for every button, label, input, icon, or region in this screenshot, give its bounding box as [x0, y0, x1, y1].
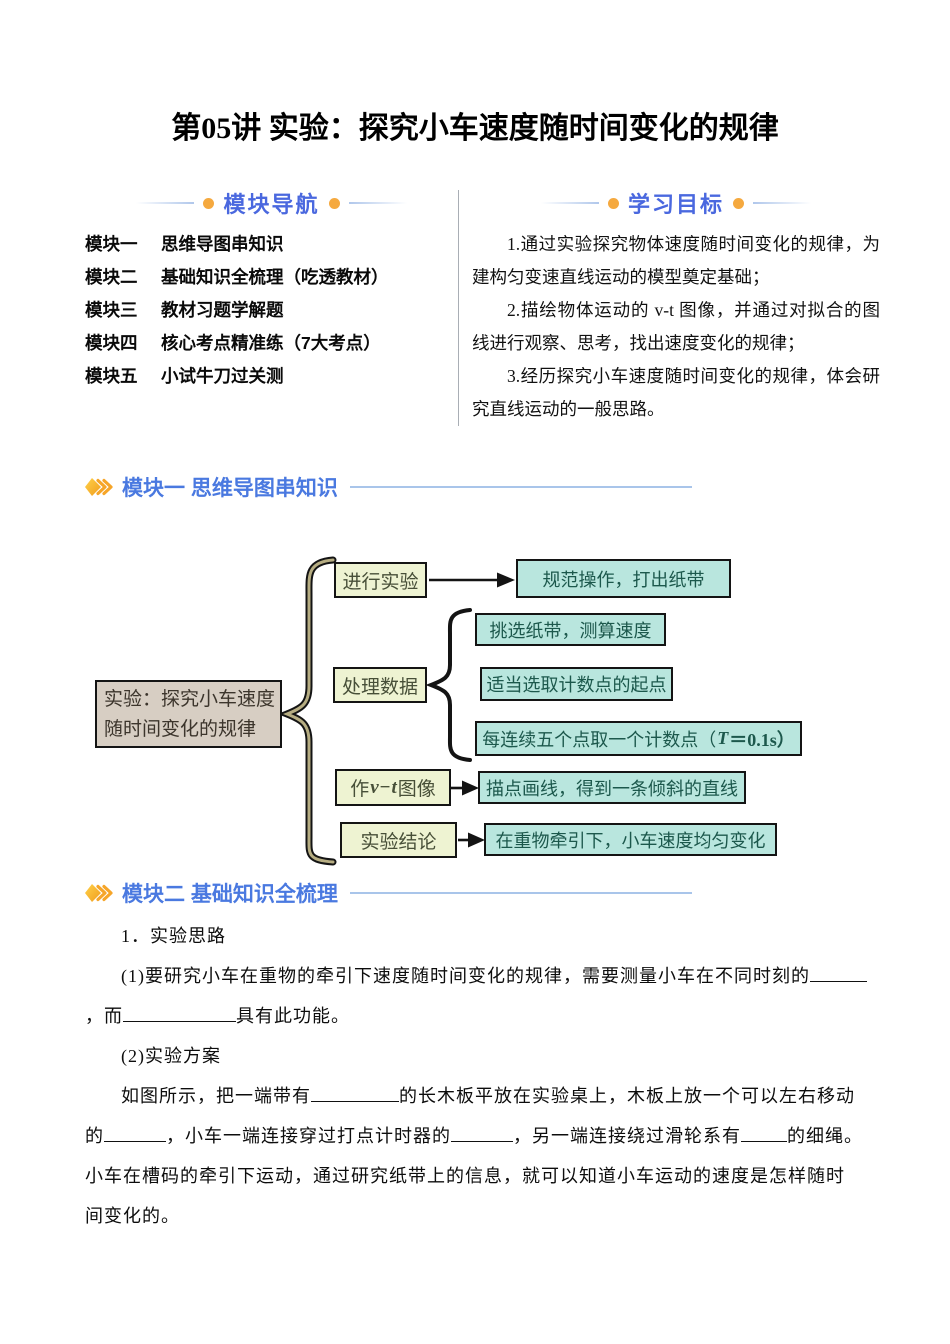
nav-item-no: 模块四 [85, 333, 138, 353]
big-brace-fill [282, 558, 335, 864]
root-line2: 随时间变化的规律 [104, 719, 257, 740]
module1-title: 模块一 思维导图串知识 [122, 477, 338, 500]
p2-text: ，另一端连接绕过滑轮系有 [513, 1126, 741, 1146]
leaf-select-tape: 挑选纸带，测算速度 [475, 613, 666, 646]
fill-blank [104, 1138, 166, 1142]
leaf-choose-start-point: 适当选取计数点的起点 [480, 667, 673, 701]
paragraph-1-line2: ，而 具有此功能。 [85, 996, 885, 1036]
b3-text: 作 [350, 779, 370, 800]
paragraph-1-line1: (1)要研究小车在重物的牵引下速度随时间变化的规律，需要测量小车在不同时刻的 [85, 956, 885, 996]
arrow-head [497, 572, 515, 588]
leaf3-value: ＝0.1s） [729, 729, 795, 750]
mindmap-root-node: 实验：探究小车速度 随时间变化的规律 [95, 680, 282, 748]
p2-text: 的细绳。 [787, 1126, 863, 1146]
nav-item-no: 模块二 [85, 267, 138, 287]
node-conduct-experiment: 进行实验 [334, 562, 427, 598]
b3-minus: − [379, 776, 391, 798]
leaf-plot-points-line: 描点画线，得到一条倾斜的直线 [478, 771, 746, 804]
decor-dot-icon [328, 197, 340, 209]
diamond-chevron-icon [85, 884, 113, 902]
nav-item-label: 基础知识全梳理（吃透教材） [161, 267, 389, 287]
section1-title: 1．实验思路 [121, 926, 226, 946]
leaf3-symbol-T: T [717, 728, 729, 748]
nav-item-no: 模块五 [85, 366, 138, 386]
module1-section-header: 模块一 思维导图串知识 [85, 472, 692, 502]
objectives-panel: 学习目标 1.通过实验探究物体速度随时间变化的规律，为建构匀变速直线运动的模型奠… [458, 190, 880, 426]
objectives-header: 学习目标 [472, 190, 880, 217]
nav-item-module5: 模块五 小试牛刀过关测 [85, 360, 458, 393]
module2-rule [349, 892, 692, 894]
fill-blank [123, 1018, 236, 1022]
mindmap-connectors [277, 556, 515, 866]
fill-blank [741, 1138, 787, 1142]
paragraph-2-line2: 的 ，小车一端连接穿过打点计时器的 ，另一端连接绕过滑轮系有 的细绳。 [85, 1116, 885, 1156]
objectives-title: 学习目标 [627, 192, 724, 217]
decor-line-right [753, 202, 811, 204]
nav-item-module4: 模块四 核心考点精准练（7大考点） [85, 327, 458, 360]
leaf-uniform-velocity-change: 在重物牵引下，小车速度均匀变化 [484, 823, 777, 856]
diamond-chevron-icon [85, 478, 113, 496]
objective-2: 2.描绘物体运动的 v-t 图像，并通过对拟合的图线进行观察、思考，找出速度变化… [472, 300, 880, 353]
nav-item-label: 核心考点精准练（7大考点） [161, 333, 381, 353]
decor-dot-icon [203, 197, 215, 209]
nav-item-label: 教材习题学解题 [161, 300, 284, 320]
nav-item-label: 小试牛刀过关测 [161, 366, 284, 386]
module2-title: 模块二 基础知识全梳理 [122, 883, 338, 906]
paragraph-2-line1: 如图所示，把一端带有 的长木板平放在实验桌上，木板上放一个可以左右移动 [85, 1076, 885, 1116]
module2-section-header: 模块二 基础知识全梳理 [85, 878, 692, 908]
module-nav-panel: 模块导航 模块一 思维导图串知识 模块二 基础知识全梳理（吃透教材） 模块三 教… [85, 190, 458, 426]
arrow-head [468, 832, 485, 848]
leaf-counting-points: 每连续五个点取一个计数点（T＝0.1s） [475, 721, 802, 756]
objective-3: 3.经历探究小车速度随时间变化的规律，体会研究直线运动的一般思路。 [472, 366, 880, 419]
p1-text: 具有此功能。 [236, 1006, 350, 1026]
nav-item-no: 模块一 [85, 234, 138, 254]
decor-line-right [348, 202, 407, 204]
decor-line-left [540, 202, 599, 204]
section2-title: (2)实验方案 [121, 1046, 221, 1066]
module2-content: 1．实验思路 (1)要研究小车在重物的牵引下速度随时间变化的规律，需要测量小车在… [85, 916, 885, 1236]
header-columns: 模块导航 模块一 思维导图串知识 模块二 基础知识全梳理（吃透教材） 模块三 教… [85, 190, 880, 426]
fill-blank [311, 1098, 399, 1102]
node-process-data: 处理数据 [333, 667, 427, 703]
nav-item-label: 思维导图串知识 [161, 234, 284, 254]
decor-dot-icon [733, 197, 744, 209]
module-nav-header: 模块导航 [85, 190, 458, 217]
root-line1: 实验：探究小车速度 [104, 689, 276, 710]
p1-text: (1)要研究小车在重物的牵引下速度随时间变化的规律，需要测量小车在不同时刻的 [121, 966, 810, 986]
b3-symbol-v: v [370, 776, 379, 798]
page-title: 第05讲 实验：探究小车速度随时间变化的规律 [171, 112, 779, 145]
b3-symbol-t: t [391, 776, 397, 798]
fill-blank [810, 978, 867, 982]
module-nav-title: 模块导航 [223, 192, 320, 217]
module1-rule [349, 486, 692, 488]
decor-dot-icon [607, 197, 619, 209]
p2-text: ，小车一端连接穿过打点计时器的 [166, 1126, 451, 1146]
nav-item-no: 模块三 [85, 300, 138, 320]
p2-text: 如图所示，把一端带有 [121, 1086, 311, 1106]
fill-blank [451, 1138, 513, 1142]
small-brace [425, 608, 472, 762]
arrow-head [462, 780, 479, 796]
mindmap: 实验：探究小车速度 随时间变化的规律 进行实验 规范操作，打出纸带 处理数据 挑… [0, 550, 950, 872]
nav-item-module2: 模块二 基础知识全梳理（吃透教材） [85, 261, 458, 294]
node-conclusion: 实验结论 [340, 822, 457, 858]
b3-text-post: 图像 [397, 779, 436, 800]
paragraph-2-line3: 小车在槽码的牵引下运动，通过研究纸带上的信息，就可以知道小车运动的速度是怎样随时 [85, 1166, 845, 1186]
p2-text: 的长木板平放在实验桌上，木板上放一个可以左右移动 [399, 1086, 855, 1106]
nav-item-module1: 模块一 思维导图串知识 [85, 228, 458, 261]
objective-1: 1.通过实验探究物体速度随时间变化的规律，为建构匀变速直线运动的模型奠定基础； [472, 234, 880, 287]
p1-text: ，而 [85, 1006, 123, 1026]
leaf-standard-operation: 规范操作，打出纸带 [516, 559, 731, 598]
leaf3-text: 每连续五个点取一个计数点（ [482, 729, 717, 750]
decor-line-left [136, 202, 195, 204]
paragraph-2-line4: 间变化的。 [85, 1206, 180, 1226]
p2-text: 的 [85, 1126, 104, 1146]
nav-item-module3: 模块三 教材习题学解题 [85, 294, 458, 327]
